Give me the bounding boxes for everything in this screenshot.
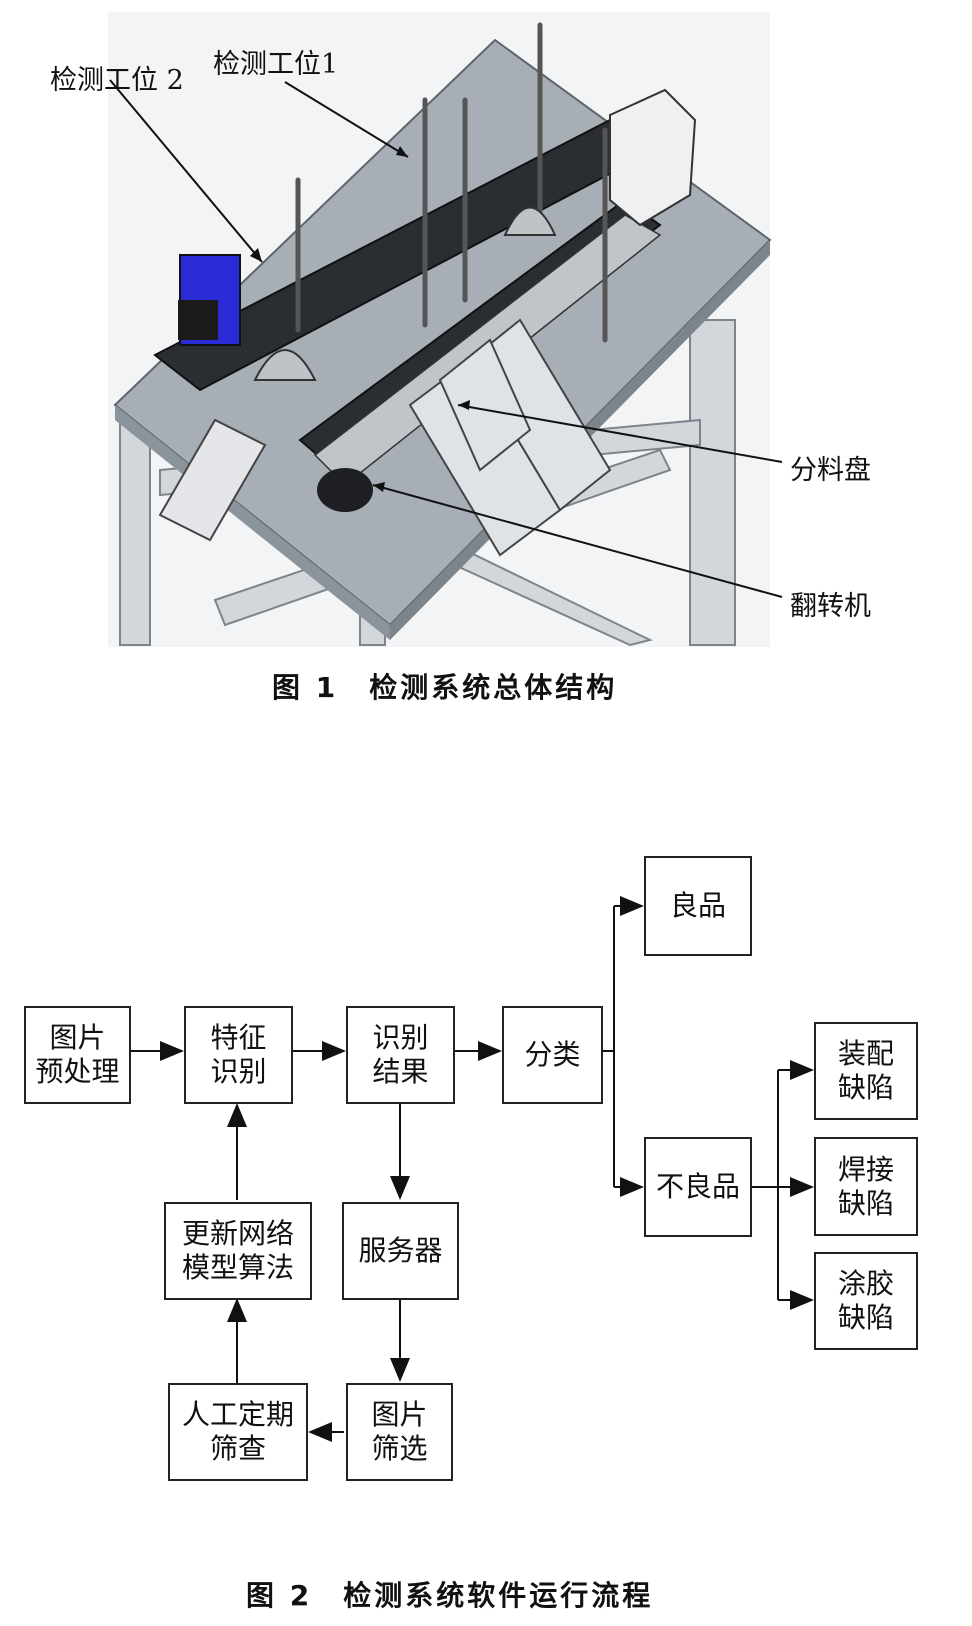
node-label: 服务器 <box>358 1234 443 1267</box>
node-classify: 分类 <box>502 1006 603 1104</box>
node-label: 分类 <box>524 1038 581 1071</box>
node-label: 焊接 缺陷 <box>837 1152 894 1220</box>
node-feature-recognition: 特征 识别 <box>184 1006 293 1104</box>
callout-flipper: 翻转机 <box>790 591 871 622</box>
node-label: 图片 筛选 <box>371 1398 428 1465</box>
node-glue-defect: 涂胶 缺陷 <box>814 1252 918 1350</box>
node-label: 不良品 <box>655 1170 740 1203</box>
node-label: 图片 预处理 <box>35 1021 120 1088</box>
figure-2-flowchart: 图片 预处理 特征 识别 识别 结果 分类 良品 不良品 装配 缺陷 焊接 缺陷… <box>0 780 972 1626</box>
node-good-product: 良品 <box>644 856 752 956</box>
node-label: 涂胶 缺陷 <box>837 1267 894 1334</box>
flowchart-connectors <box>131 896 814 1442</box>
node-label: 识别 结果 <box>372 1021 429 1088</box>
node-label: 特征 识别 <box>210 1021 267 1088</box>
callout-sorting-tray: 分料盘 <box>790 455 871 486</box>
node-label: 更新网络 模型算法 <box>181 1217 294 1284</box>
callout-station-1: 检测工位1 <box>213 49 339 80</box>
node-update-model: 更新网络 模型算法 <box>164 1202 312 1300</box>
node-welding-defect: 焊接 缺陷 <box>814 1137 918 1236</box>
node-server: 服务器 <box>342 1202 459 1300</box>
node-image-preprocess: 图片 预处理 <box>24 1006 131 1104</box>
callout-station-2: 检测工位 2 <box>50 65 184 96</box>
node-image-screening: 图片 筛选 <box>346 1383 453 1481</box>
machine-drawing <box>108 12 783 647</box>
node-label: 人工定期 筛查 <box>181 1398 294 1465</box>
node-label: 装配 缺陷 <box>837 1037 894 1104</box>
node-manual-review: 人工定期 筛查 <box>168 1383 308 1481</box>
node-label: 良品 <box>669 889 726 922</box>
node-recognition-result: 识别 结果 <box>346 1006 455 1104</box>
node-defective-product: 不良品 <box>644 1137 752 1237</box>
figure-2-caption: 图 2 检测系统软件运行流程 <box>246 1579 654 1612</box>
figure-1-caption: 图 1 检测系统总体结构 <box>272 671 618 704</box>
figure-1-structure-illustration: 检测工位 2 检测工位1 分料盘 翻转机 图 1 检测系统总体结构 <box>0 0 972 740</box>
node-assembly-defect: 装配 缺陷 <box>814 1022 918 1120</box>
